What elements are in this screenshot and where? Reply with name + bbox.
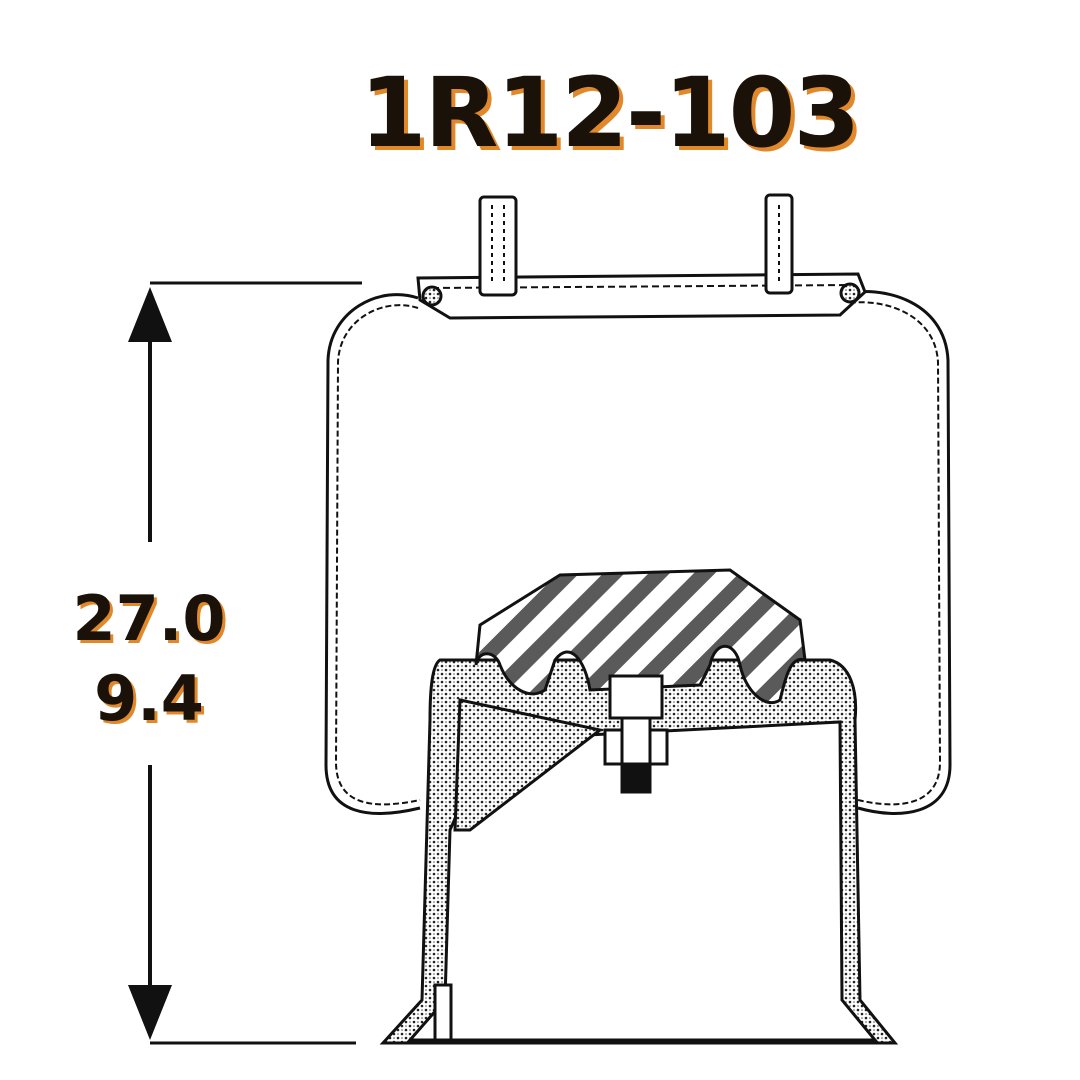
bead-right xyxy=(839,282,861,304)
min-height-label-shadow: 9.4 xyxy=(97,665,207,738)
piston xyxy=(379,658,899,1045)
min-height-label: 9.4 xyxy=(94,662,204,735)
center-bolt xyxy=(603,674,669,794)
bumper xyxy=(474,568,807,704)
stud-right xyxy=(764,193,794,295)
height-dimension xyxy=(148,281,362,1045)
dimension-arrow-down xyxy=(128,985,172,1040)
mounting-studs xyxy=(478,193,794,297)
max-height-label-shadow: 27.0 xyxy=(76,585,229,658)
stud-left xyxy=(478,195,518,297)
max-height-label: 27.0 xyxy=(73,582,226,655)
part-number-title: 1R12-103 xyxy=(360,57,859,169)
piston-rib xyxy=(453,698,604,832)
piston-foot-hole xyxy=(433,983,453,1042)
bellows-outer xyxy=(324,290,952,815)
rubber-bellows xyxy=(324,290,952,815)
bellows-inner xyxy=(334,301,942,806)
bead-left xyxy=(421,285,443,307)
dimension-arrow-up xyxy=(128,287,172,342)
piston-cavity xyxy=(406,720,879,1042)
bead-plate xyxy=(416,272,867,320)
part-number-title-shadow: 1R12-103 xyxy=(364,61,863,173)
bolt-thread-end xyxy=(620,762,652,794)
bolt-head xyxy=(608,674,664,720)
